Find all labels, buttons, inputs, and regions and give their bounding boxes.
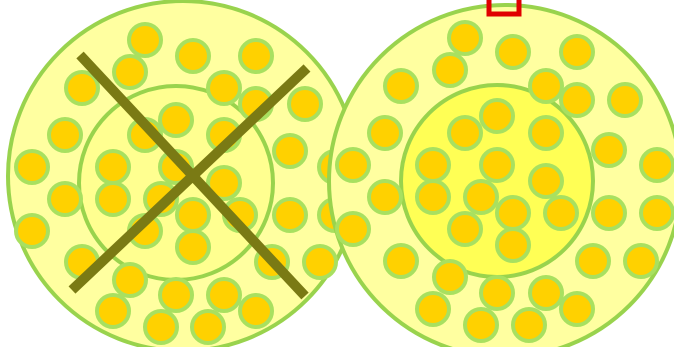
particle-dot <box>129 24 161 56</box>
particle-dot <box>145 311 177 343</box>
particle-dot <box>208 72 240 104</box>
particle-dot <box>274 199 306 231</box>
particle-dot <box>192 311 224 343</box>
particle-dot <box>561 293 593 325</box>
particle-dot <box>449 117 481 149</box>
particle-dot <box>49 183 81 215</box>
particle-dot <box>641 149 673 181</box>
particle-dot <box>274 135 306 167</box>
particle-dot <box>417 149 449 181</box>
particle-dot <box>561 36 593 68</box>
particle-dot <box>545 197 577 229</box>
particle-dot <box>160 279 192 311</box>
particle-dot <box>240 295 272 327</box>
particle-dot <box>304 246 336 278</box>
particle-dot <box>530 117 562 149</box>
right-disk <box>329 0 674 347</box>
particle-dot <box>561 84 593 116</box>
particle-dot <box>593 197 625 229</box>
particle-dot <box>530 70 562 102</box>
particle-dot <box>609 84 641 116</box>
particle-dot <box>465 309 497 341</box>
particle-dot <box>177 231 209 263</box>
left-disk <box>8 1 358 347</box>
particle-dot <box>240 40 272 72</box>
particle-dot <box>641 197 673 229</box>
particle-dot <box>530 165 562 197</box>
particle-dot <box>16 215 48 247</box>
particle-dot <box>481 100 513 132</box>
particle-dot <box>449 213 481 245</box>
particle-dot <box>385 70 417 102</box>
particle-dot <box>97 295 129 327</box>
particle-dot <box>497 229 529 261</box>
particle-dot <box>177 40 209 72</box>
particle-dot <box>497 197 529 229</box>
particle-dot <box>593 134 625 166</box>
particle-dot <box>417 293 449 325</box>
particle-dot <box>160 104 192 136</box>
particle-dot <box>97 151 129 183</box>
particle-dot <box>114 264 146 296</box>
particle-dot <box>337 149 369 181</box>
particle-dot <box>49 119 81 151</box>
particle-dot <box>289 88 321 120</box>
particle-dot <box>177 199 209 231</box>
particle-dot <box>417 181 449 213</box>
particle-dot <box>97 183 129 215</box>
particle-dot <box>481 277 513 309</box>
particle-dot <box>481 149 513 181</box>
particle-dot <box>369 181 401 213</box>
particle-dot <box>465 181 497 213</box>
particle-dot <box>434 54 466 86</box>
particle-dot <box>114 56 146 88</box>
particle-dot <box>369 117 401 149</box>
particle-dot <box>497 36 529 68</box>
particle-dot <box>208 279 240 311</box>
particle-dot <box>449 22 481 54</box>
particle-dot <box>385 245 417 277</box>
particle-dot <box>625 245 657 277</box>
particle-dot <box>530 277 562 309</box>
particle-dot <box>66 72 98 104</box>
particle-dot <box>434 261 466 293</box>
particle-dot <box>16 151 48 183</box>
particle-dot <box>337 213 369 245</box>
particle-dot <box>513 309 545 341</box>
particle-dot <box>577 245 609 277</box>
